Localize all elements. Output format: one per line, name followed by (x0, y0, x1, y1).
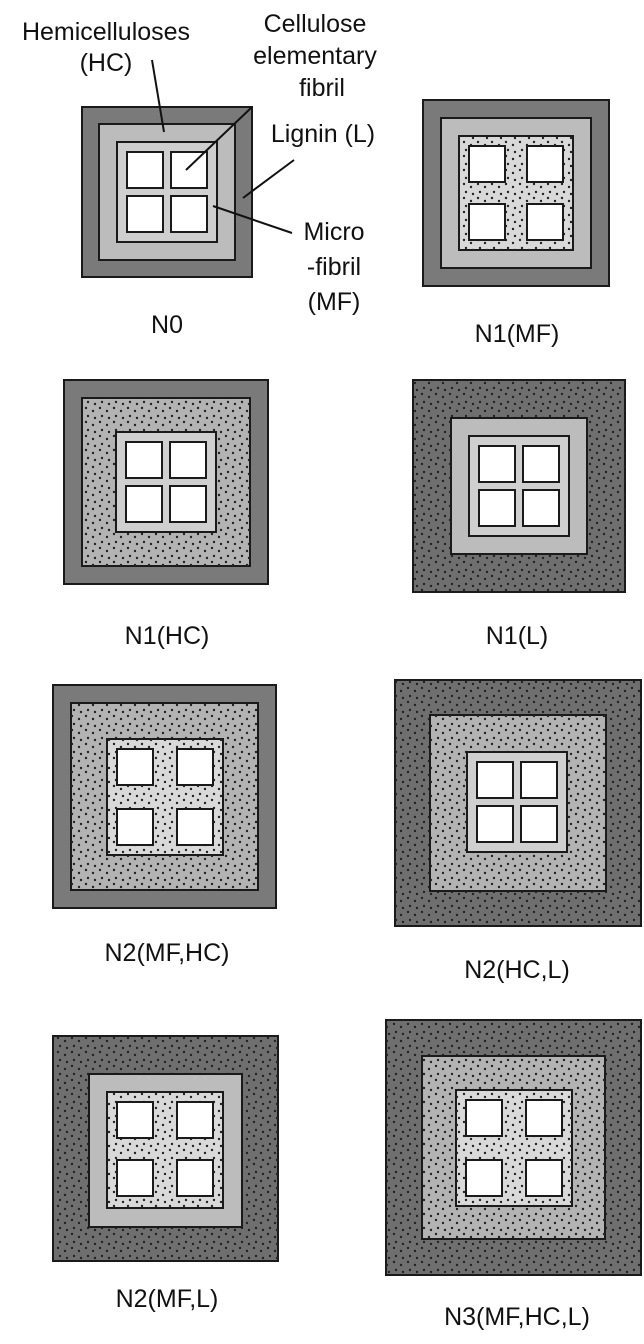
caption-n2-mf-l: N2(MF,L) (57, 1285, 277, 1314)
panel-n2-mf-l (53, 1036, 278, 1261)
caption-n2-hc-l: N2(HC,L) (407, 956, 627, 985)
label-cellulose-line3: fibril (272, 74, 372, 103)
caption-n1-l: N1(L) (407, 622, 627, 651)
elementary-fibril (171, 152, 207, 188)
panel-n3 (386, 1020, 641, 1275)
label-lignin: Lignin (L) (258, 120, 388, 149)
panel-n1-mf (423, 100, 609, 286)
panel-n1-hc (64, 380, 268, 584)
panel-n0 (82, 60, 294, 277)
label-micro-line2: -fibril (294, 253, 374, 282)
label-micro-line3: (MF) (294, 288, 374, 317)
panel-n2-mf-hc (53, 685, 276, 908)
elementary-fibril (171, 196, 207, 232)
elementary-fibril (127, 196, 163, 232)
label-hc-abbr: (HC) (66, 49, 146, 78)
label-cellulose-line1: Cellulose (240, 10, 390, 39)
elementary-fibril (127, 152, 163, 188)
caption-n2-mf-hc: N2(MF,HC) (57, 939, 277, 968)
panel-n1-l (413, 380, 625, 592)
label-hemicelluloses: Hemicelluloses (6, 18, 206, 47)
panel-n2-hc-l (395, 680, 641, 926)
caption-n1-hc: N1(HC) (57, 622, 277, 651)
caption-n0: N0 (57, 311, 277, 340)
label-cellulose-line2: elementary (240, 42, 390, 71)
caption-n1-mf: N1(MF) (407, 320, 627, 349)
caption-n3: N3(MF,HC,L) (407, 1303, 627, 1332)
label-micro-line1: Micro (294, 218, 374, 247)
